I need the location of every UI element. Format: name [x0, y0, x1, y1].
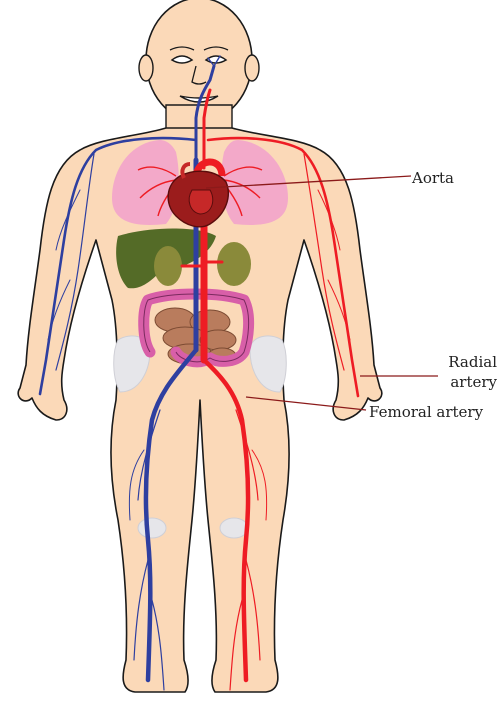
femoral-label: Femoral artery: [369, 403, 484, 421]
heart-chamber: [189, 190, 213, 214]
aorta-label: Aorta: [411, 169, 454, 187]
right-kidney: [217, 242, 251, 286]
right-knee: [220, 518, 248, 538]
left-knee: [138, 518, 166, 538]
left-kidney: [154, 246, 182, 286]
radial-label-line1: Radial: [448, 353, 497, 371]
right-ear: [245, 55, 259, 81]
left-ear: [139, 55, 153, 81]
radial-label-line2: artery: [450, 373, 497, 391]
